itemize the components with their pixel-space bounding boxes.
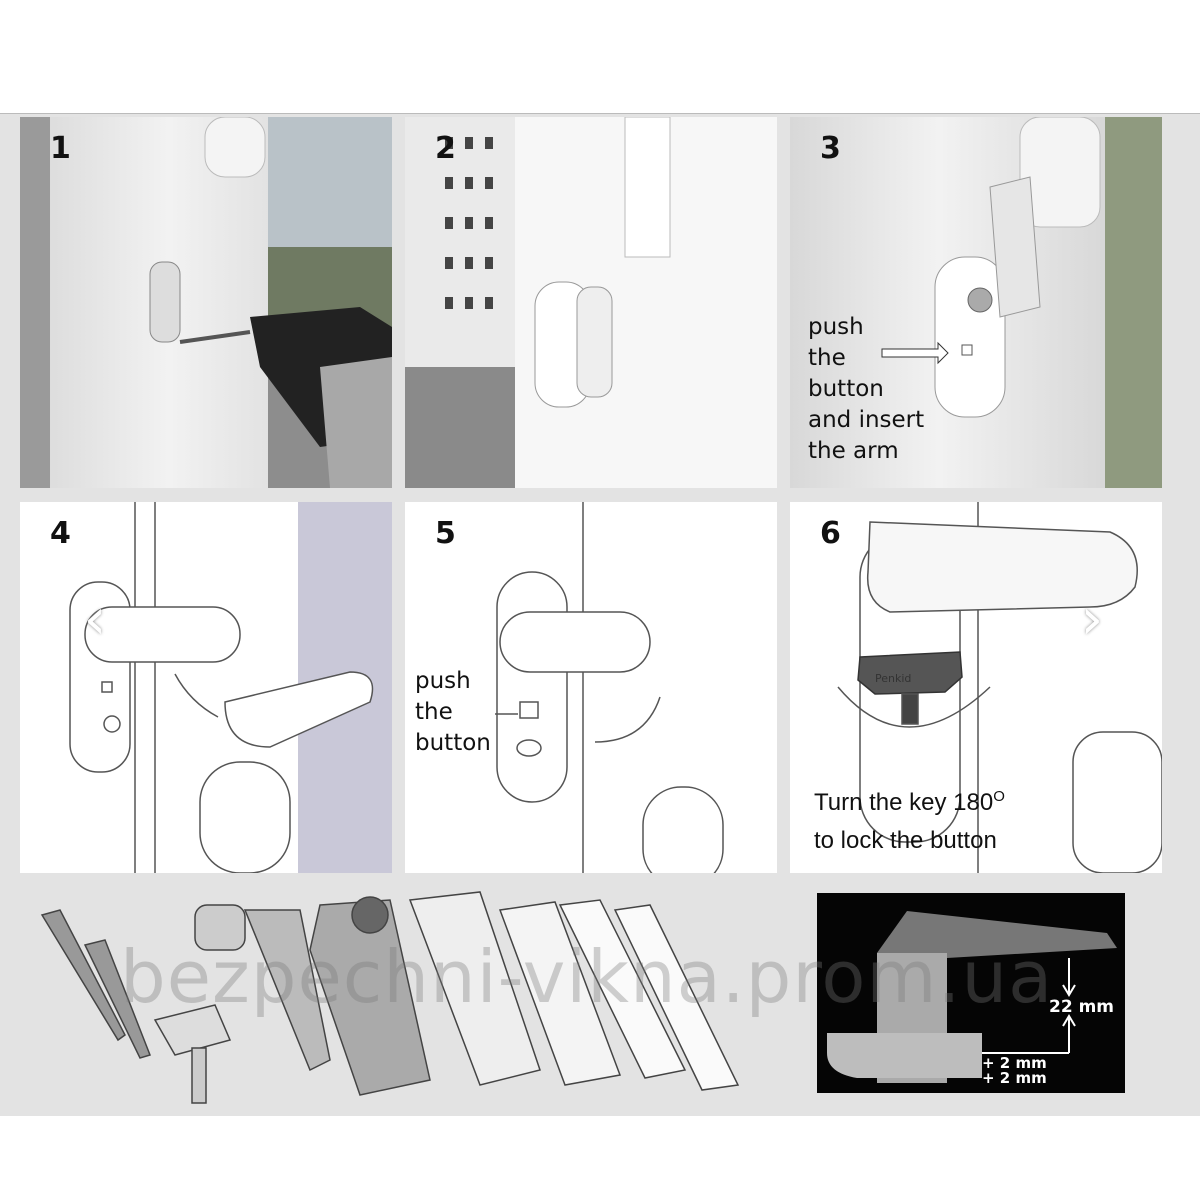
chevron-left-icon: ‹ (83, 587, 107, 652)
step-number: 2 (435, 131, 456, 166)
caption-line: and insert (808, 407, 925, 433)
step-number: 5 (435, 516, 456, 551)
chevron-right-icon: › (1080, 587, 1104, 652)
step-3-panel: 3 push the button and insert the arm (790, 117, 1162, 488)
plate (558, 899, 687, 1079)
height-dimension: 22 mm (1049, 997, 1115, 1017)
step-number: 6 (820, 516, 841, 551)
dimension-illustration (827, 911, 1117, 1083)
screw (40, 909, 126, 1042)
caption-line: the (808, 345, 846, 371)
cover (498, 901, 622, 1086)
caption-line: button (415, 730, 491, 756)
spacer-dimension: + 2 mm (982, 1054, 1047, 1072)
key (153, 1004, 232, 1104)
body-metal (309, 896, 431, 1096)
step-number: 1 (50, 131, 71, 166)
body-white (408, 891, 541, 1086)
attach-arm-illustration (69, 502, 392, 873)
lock-cylinder (194, 904, 331, 1072)
screw (83, 939, 151, 1059)
key-brand: Penkid (875, 672, 911, 685)
step-1-panel: 1 (20, 117, 392, 488)
step-6-panel: 6 Penkid Turn the key 180O to lock the b… (790, 502, 1162, 873)
dimensions-panel: 22 mm + 2 mm + 2 mm (817, 893, 1125, 1093)
drill-illustration (20, 117, 392, 488)
caption-line: button (808, 376, 884, 402)
caption-line: the (415, 699, 453, 725)
caption-line: to lock the button (814, 827, 997, 854)
carousel-next-button[interactable]: › (1072, 592, 1112, 648)
step-4-panel: 4 (20, 502, 392, 873)
caption-line: Turn the key 180 (814, 789, 994, 816)
caption-line: push (808, 314, 864, 340)
watermark: bezpechni-vikna.prom.ua (120, 935, 1054, 1019)
caption-line: push (415, 668, 471, 694)
turn-key-illustration: Penkid (837, 502, 1162, 873)
push-button-illustration (495, 502, 724, 873)
step-2-panel: 2 (405, 117, 777, 488)
carousel-prev-button[interactable]: ‹ (75, 592, 115, 648)
plate (613, 904, 740, 1091)
step-number: 4 (50, 516, 71, 551)
step-number: 3 (820, 131, 841, 166)
caption-line: the arm (808, 438, 899, 464)
step-5-panel: 5 push the button (405, 502, 777, 873)
parts-illustration (40, 891, 740, 1104)
degree-mark: O (993, 788, 1005, 805)
spacer-dimension: + 2 mm (982, 1069, 1047, 1087)
insert-arm-illustration (881, 117, 1162, 488)
bracket-illustration (405, 117, 777, 488)
